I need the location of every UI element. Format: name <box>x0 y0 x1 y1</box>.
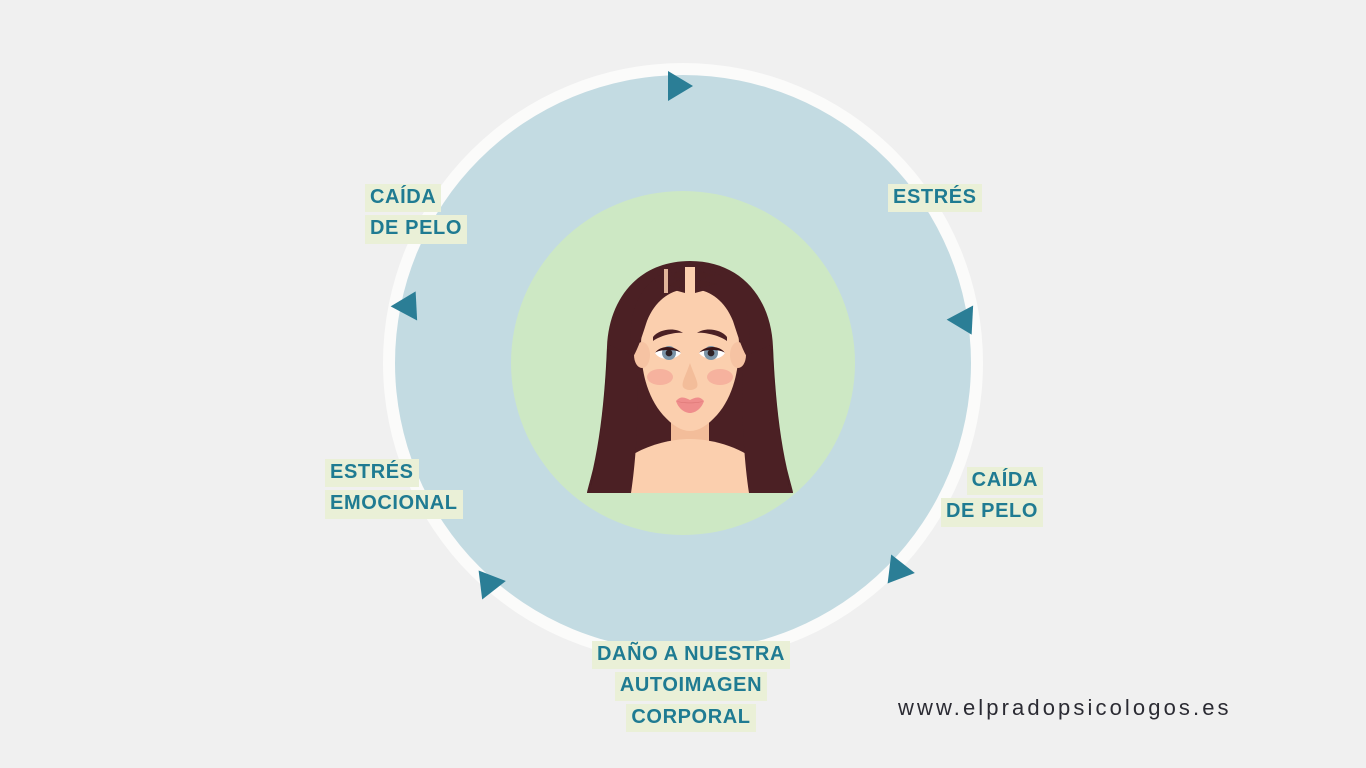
blush-left <box>647 369 673 385</box>
ear-right <box>730 342 746 368</box>
eye-left <box>655 346 681 360</box>
lip-line <box>676 401 704 404</box>
cycle-label-line: EMOCIONAL <box>325 490 463 519</box>
hair-front-left <box>589 345 638 493</box>
cycle-label-line: DAÑO A NUESTRA <box>591 640 791 670</box>
scalp-part-line <box>685 267 695 291</box>
nose <box>682 363 698 390</box>
cycle-diagram <box>383 63 985 663</box>
hair-front-right <box>742 345 791 493</box>
hair-top-left <box>630 267 690 357</box>
cycle-label-line: CAÍDA <box>966 466 1043 496</box>
cycle-label-caida-de-pelo-right: CAÍDA DE PELO <box>933 441 1043 555</box>
hair-thinning-teeth-secondary <box>654 271 678 291</box>
cycle-label-line: AUTOIMAGEN <box>614 672 768 701</box>
ear-left <box>634 342 650 368</box>
cycle-label-dano-autoimagen: DAÑO A NUESTRA AUTOIMAGEN CORPORAL <box>575 615 807 761</box>
shoulders <box>601 439 779 493</box>
eye-right <box>699 346 725 360</box>
eyebrow-right <box>697 329 727 341</box>
blush-right <box>707 369 733 385</box>
arrow-top-icon <box>664 69 698 103</box>
cycle-label-line: DE PELO <box>941 498 1043 527</box>
cycle-label-line: CORPORAL <box>626 703 756 733</box>
cycle-label-line: CAÍDA <box>365 183 442 213</box>
portrait-svg <box>587 261 793 493</box>
eyebrow-left <box>653 329 683 341</box>
scalp-part-secondary <box>664 269 668 293</box>
site-url: www.elpradopsicologos.es <box>898 695 1232 720</box>
cycle-label-line: DE PELO <box>365 215 467 244</box>
hair-thinning-teeth-right <box>695 269 717 293</box>
lips <box>676 397 704 413</box>
cycle-label-estres-top: ESTRÉS <box>888 158 982 241</box>
cycle-label-line: ESTRÉS <box>325 458 419 488</box>
cycle-label-caida-de-pelo-top: CAÍDA DE PELO <box>365 158 485 272</box>
hair-top-right <box>690 267 750 357</box>
face <box>641 289 739 431</box>
cycle-label-line: ESTRÉS <box>888 183 982 213</box>
cycle-label-estres-emocional: ESTRÉS EMOCIONAL <box>325 433 495 547</box>
woman-portrait-illustration <box>565 253 815 493</box>
